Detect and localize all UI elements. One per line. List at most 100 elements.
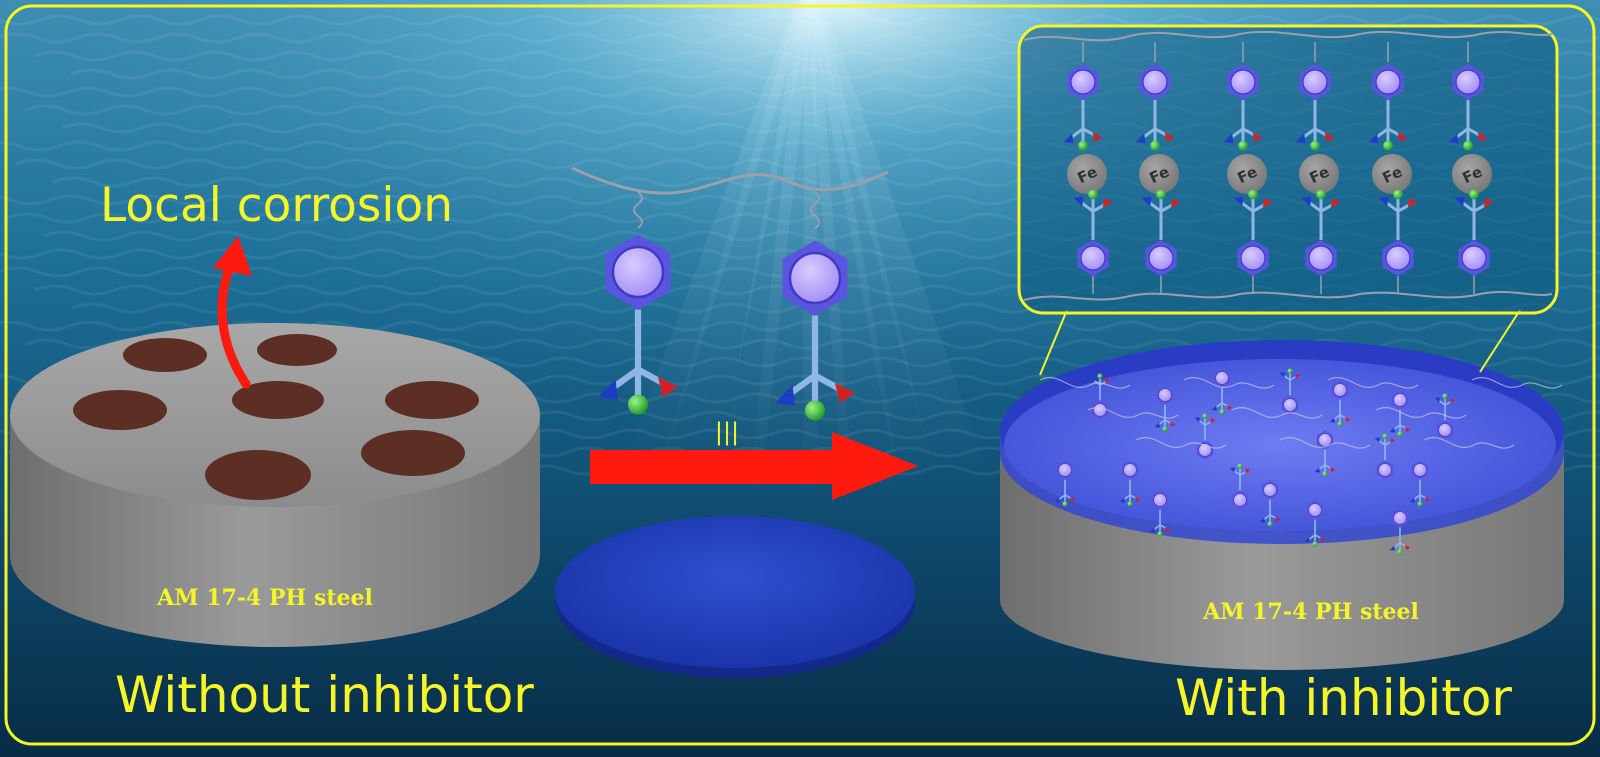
red-group	[1425, 496, 1431, 502]
blue-group	[1141, 196, 1152, 207]
red-group	[1092, 132, 1103, 142]
red-group	[1210, 418, 1216, 424]
inhibitor-molecule-icon	[1233, 189, 1273, 276]
green-atom	[1316, 189, 1326, 200]
inhibitor-molecule-icon	[1295, 64, 1335, 151]
polymer-backbone	[571, 166, 889, 195]
ring-center	[1333, 383, 1347, 397]
inhibitor-molecule-icon	[1374, 433, 1396, 480]
blue-group	[1194, 417, 1200, 423]
iron-atom-icon: Fe	[1227, 154, 1267, 194]
ring-center	[1093, 403, 1107, 417]
red-group	[1320, 536, 1326, 542]
iron-atom	[1139, 154, 1179, 194]
inhibitor-molecule-icon	[598, 234, 678, 415]
red-group	[1450, 398, 1456, 404]
local-corrosion-label: Local corrosion	[100, 178, 453, 233]
green-atom	[1097, 373, 1103, 379]
green-atom	[1322, 471, 1328, 477]
inhibitor-molecule-icon	[1389, 390, 1411, 437]
steel-disk-with-inhibitor: AM 17-4 PH steel	[1000, 340, 1564, 670]
red-group	[1164, 132, 1175, 142]
ring-center	[1070, 69, 1096, 95]
blue-group	[1314, 467, 1320, 473]
corrosion-pit	[232, 381, 324, 419]
green-atom	[1156, 189, 1166, 200]
film-disk-top	[555, 516, 915, 668]
ring-center	[1080, 245, 1106, 271]
blue-group	[598, 379, 618, 400]
green-atom	[1150, 140, 1160, 151]
polymer-strand	[1039, 377, 1131, 389]
ring-center	[1230, 69, 1256, 95]
green-atom	[1202, 413, 1208, 419]
iron-atom-icon: Fe	[1067, 154, 1107, 194]
iron-atom-icon: Fe	[1452, 154, 1492, 194]
green-atom	[1287, 368, 1293, 374]
red-group	[1252, 132, 1263, 142]
adsorbed-molecules	[1039, 368, 1563, 555]
green-atom	[1248, 189, 1258, 200]
steel-disk-without-inhibitor: AM 17-4 PH steel	[10, 323, 540, 647]
inhibitor-molecule-icon	[1259, 480, 1281, 527]
ring-center	[1240, 245, 1266, 271]
green-atom	[1238, 140, 1248, 151]
ring-center	[1393, 511, 1407, 525]
red-group	[1262, 198, 1273, 208]
inhibitor-film-disk	[555, 516, 915, 678]
inhibitor-molecule-icon	[1063, 64, 1103, 151]
steel-label-right: AM 17-4 PH steel	[1202, 599, 1419, 625]
polymer-strand	[1423, 437, 1515, 449]
blue-group	[1229, 467, 1235, 473]
green-atom	[628, 394, 648, 415]
polymer-strand	[1327, 377, 1419, 389]
inhibitor-molecules	[571, 166, 889, 421]
inhibitor-molecule-icon	[1368, 64, 1408, 151]
red-group	[1102, 198, 1113, 208]
corrosion-pit	[123, 338, 207, 372]
blue-group	[1154, 422, 1160, 428]
blue-group	[1135, 133, 1146, 144]
steel-label-left: AM 17-4 PH steel	[156, 585, 373, 611]
green-atom	[1088, 189, 1098, 200]
iron-atom-icon: Fe	[1139, 154, 1179, 194]
inhibitor-molecule-icon	[1154, 385, 1176, 432]
blue-group	[1149, 527, 1155, 533]
blue-group	[1454, 196, 1465, 207]
inhibitor-molecule-icon	[1448, 64, 1488, 151]
red-group	[1165, 526, 1171, 532]
inhibitor-molecule-icon	[1304, 500, 1326, 547]
blue-group	[1434, 397, 1440, 403]
red-group	[1405, 426, 1411, 432]
blue-group	[1259, 517, 1265, 523]
inhibitor-molecule-icon	[1194, 413, 1216, 460]
green-atom	[1469, 189, 1479, 200]
blue-group	[775, 385, 795, 406]
iron-atom-icon: Fe	[1299, 154, 1339, 194]
iron-atom	[1299, 154, 1339, 194]
ring-center	[1233, 493, 1247, 507]
inhibitor-molecule-icon	[1301, 189, 1341, 276]
iron-atom	[1372, 154, 1412, 194]
corrosion-pit	[361, 430, 465, 476]
ring-center	[1455, 69, 1481, 95]
ring-center	[1302, 69, 1328, 95]
ring-center	[1142, 69, 1168, 95]
green-atom	[1397, 549, 1403, 555]
red-group	[1105, 378, 1111, 384]
with-inhibitor-label: With inhibitor	[1175, 669, 1512, 727]
inhibitor-film-top	[1004, 359, 1556, 531]
ring-center	[1308, 503, 1322, 517]
corrosion-arrow-head	[213, 236, 252, 276]
blue-group	[1073, 196, 1084, 207]
blue-group	[1389, 545, 1395, 551]
transform-arrow	[590, 432, 918, 500]
polymer-strand	[1471, 377, 1563, 389]
green-atom	[1337, 421, 1343, 427]
red-group	[1483, 198, 1494, 208]
blue-group	[1368, 133, 1379, 144]
inhibitor-molecule-icon	[775, 240, 855, 421]
